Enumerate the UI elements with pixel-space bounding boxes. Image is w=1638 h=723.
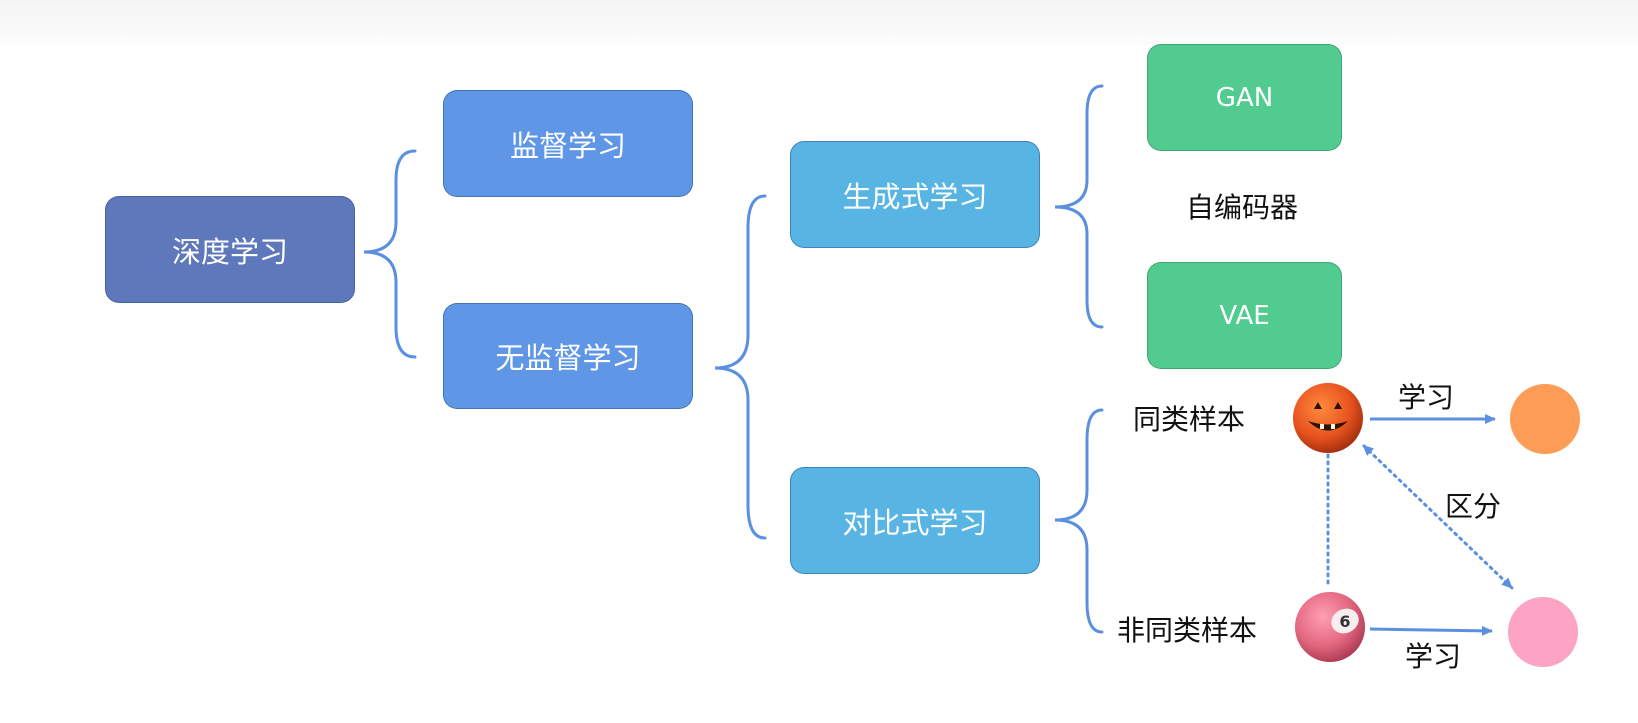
autoencoder-label: 自编码器 — [1186, 191, 1299, 224]
orange-circle — [1510, 384, 1580, 454]
learn-label-bottom: 学习 — [1405, 640, 1462, 673]
contrastive-box: 对比式学习 — [790, 467, 1040, 574]
unsupervised-box: 无监督学习 — [443, 303, 693, 409]
distinguish-label: 区分 — [1445, 490, 1502, 523]
top-bar — [0, 0, 1638, 56]
learn-arrow-bottom — [1369, 625, 1493, 636]
different-sample-label: 非同类样本 — [1117, 614, 1258, 647]
generative-box: 生成式学习 — [790, 141, 1040, 248]
distinguish-arrow — [1362, 444, 1514, 590]
brace-unsupervised — [714, 194, 767, 540]
pink-circle — [1508, 597, 1578, 667]
supervised-box: 监督学习 — [443, 90, 693, 197]
svg-text:6: 6 — [1339, 612, 1350, 631]
billiard-ball-icon: 6 — [1295, 592, 1365, 662]
same-sample-label: 同类样本 — [1133, 403, 1246, 436]
root-box: 深度学习 — [105, 196, 355, 303]
pumpkin-ball-icon — [1293, 383, 1363, 453]
vae-box: VAE — [1147, 262, 1342, 369]
brace-generative — [1054, 84, 1104, 329]
gan-box: GAN — [1147, 44, 1342, 151]
learn-label-top: 学习 — [1398, 381, 1455, 414]
brace-contrastive — [1054, 408, 1104, 634]
brace-root — [363, 149, 417, 359]
